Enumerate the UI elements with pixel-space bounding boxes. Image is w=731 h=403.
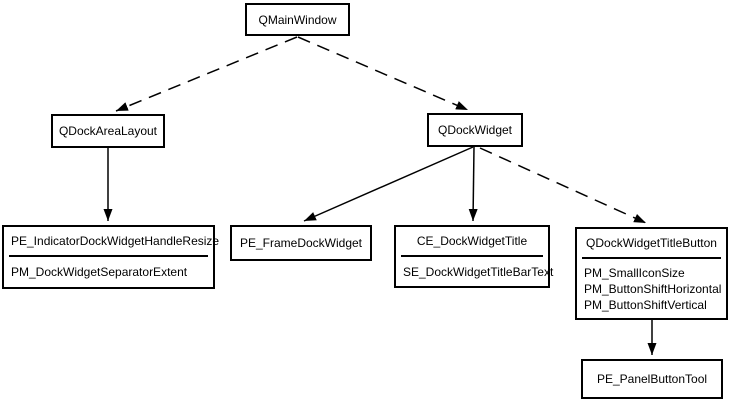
edge-qdockwidget-framedock <box>303 146 474 222</box>
node-title: PE_IndicatorDockWidgetHandleResize <box>11 234 220 248</box>
compartment-divider <box>401 255 543 257</box>
node-items: PM_DockWidgetSeparatorExtent <box>4 257 213 287</box>
node-title: QDockWidget <box>437 123 513 137</box>
node-items: PM_SmallIconSize PM_ButtonShiftHorizonta… <box>577 259 726 318</box>
edge-qmainwindow-qdockwidget <box>297 36 469 111</box>
node-title: QDockWidgetTitleButton <box>586 236 717 250</box>
compartment-divider <box>9 255 208 257</box>
node-title: QDockAreaLayout <box>58 124 158 138</box>
node-title: PE_PanelButtonTool <box>596 372 708 386</box>
node-title: QMainWindow <box>258 12 337 27</box>
node-title: CE_DockWidgetTitle <box>416 234 528 248</box>
node-title-button: QDockWidgetTitleButton PM_SmallIconSize … <box>575 227 728 320</box>
edge-qmainwindow-qdockarealayout <box>115 36 298 112</box>
edge-qdockwidget-docktitle <box>468 146 478 222</box>
edge-qdockwidget-titlebutton <box>479 147 647 224</box>
compartment-divider <box>582 257 721 259</box>
node-qdockwidget: QDockWidget <box>427 113 523 147</box>
node-panel-button: PE_PanelButtonTool <box>581 359 723 399</box>
node-item: PM_DockWidgetSeparatorExtent <box>11 265 188 279</box>
node-item: PM_ButtonShiftVertical <box>584 297 707 312</box>
node-qmainwindow: QMainWindow <box>245 3 350 36</box>
node-qdockarealayout: QDockAreaLayout <box>51 114 165 148</box>
node-item: PM_ButtonShiftHorizontal <box>584 281 722 296</box>
node-item: SE_DockWidgetTitleBarText <box>403 264 554 279</box>
node-title: PE_FrameDockWidget <box>239 236 363 250</box>
node-dock-handle: PE_IndicatorDockWidgetHandleResize PM_Do… <box>2 225 220 289</box>
node-dock-title: CE_DockWidgetTitle SE_DockWidgetTitleBar… <box>394 225 554 288</box>
node-item: PM_SmallIconSize <box>584 265 685 280</box>
node-items: SE_DockWidgetTitleBarText <box>396 257 554 286</box>
node-frame-dock: PE_FrameDockWidget <box>230 225 372 261</box>
